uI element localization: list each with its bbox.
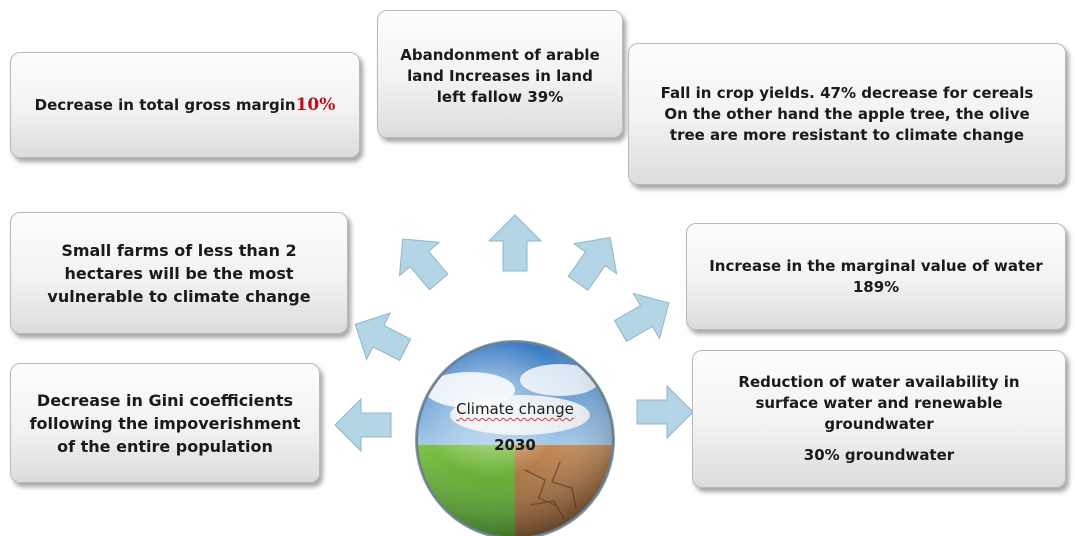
arrow-lower-right	[636, 384, 694, 440]
crop-yields-line-2: On the other hand the apple tree, the ol…	[664, 104, 1030, 123]
small-farms-line-1: Small farms of less than 2	[61, 240, 297, 260]
water-availability-line-4: 30% groundwater	[803, 446, 955, 464]
crop-yields-line-1: Fall in crop yields. 47% decrease for ce…	[660, 83, 1034, 102]
water-availability-line-1: Reduction of water availability in	[738, 373, 1020, 391]
arrow-right	[613, 292, 670, 343]
box-gross-margin-text: Decrease in total gross margin10%	[35, 95, 336, 116]
water-value-line-1: Increase in the marginal value of water	[709, 256, 1043, 275]
box-water-availability: Reduction of water availability in surfa…	[692, 350, 1066, 488]
small-farms-line-3: vulnerable to climate change	[47, 286, 311, 306]
gross-margin-label: Decrease in total gross margin	[34, 95, 296, 114]
abandonment-line-1: Abandonment of arable	[400, 46, 600, 64]
water-availability-line-2: surface water and renewable	[755, 394, 1003, 412]
water-availability-line-3: groundwater	[824, 415, 934, 433]
box-abandonment: Abandonment of arable land Increases in …	[377, 10, 623, 138]
gini-line-1: Decrease in Gini coefficients	[36, 390, 294, 410]
box-water-value: Increase in the marginal value of water …	[686, 223, 1066, 330]
water-value-line-2: 189%	[852, 277, 900, 296]
crop-yields-line-3: tree are more resistant to climate chang…	[669, 125, 1025, 144]
abandonment-line-3: left fallow 39%	[436, 88, 564, 106]
gini-line-2: following the impoverishment	[29, 413, 301, 433]
arrow-upper-left	[398, 238, 449, 291]
arrow-upper-right	[567, 236, 618, 291]
box-gini: Decrease in Gini coefficients following …	[10, 363, 320, 483]
gini-line-3: of the entire population	[57, 436, 273, 456]
arrow-left	[354, 312, 412, 362]
box-gross-margin: Decrease in total gross margin10%	[10, 52, 360, 158]
box-crop-yields: Fall in crop yields. 47% decrease for ce…	[628, 43, 1066, 185]
arrow-lower-left	[334, 397, 392, 453]
arrow-up	[487, 214, 543, 272]
small-farms-line-2: hectares will be the most	[64, 263, 294, 283]
center-title: Climate change	[456, 400, 574, 418]
gross-margin-value: 10%	[295, 94, 336, 115]
box-small-farms: Small farms of less than 2 hectares will…	[10, 212, 348, 334]
center-year: 2030	[494, 436, 536, 454]
abandonment-line-2: land Increases in land	[407, 67, 593, 85]
